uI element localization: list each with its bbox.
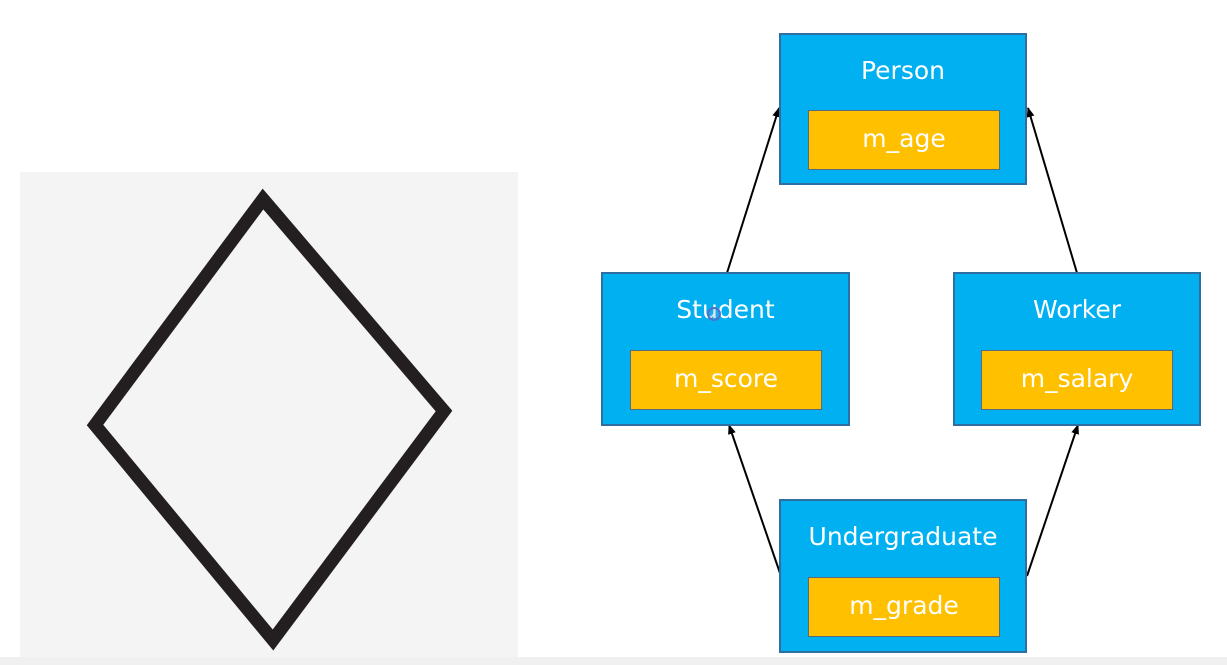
arrow-undergraduate-to-student <box>728 424 782 577</box>
class-box-student: Student m_score <box>601 272 850 426</box>
arrow-undergraduate-to-worker <box>1026 424 1079 577</box>
arrow-worker-to-person <box>1026 107 1078 274</box>
class-name-person: Person <box>860 56 945 85</box>
class-name-worker: Worker <box>1032 295 1122 324</box>
arrow-student-to-person <box>726 107 781 274</box>
field-box-worker: m_salary <box>981 350 1173 410</box>
diamond-shape <box>86 188 453 651</box>
field-box-person: m_age <box>808 110 1000 170</box>
class-name-undergraduate: Undergraduate <box>808 522 998 551</box>
bottom-strip <box>0 657 1227 665</box>
field-box-student: m_score <box>630 350 822 410</box>
pointer-cursor-icon <box>707 307 721 321</box>
class-name-student: Student <box>676 295 775 324</box>
class-box-worker: Worker m_salary <box>953 272 1201 426</box>
class-box-undergraduate: Undergraduate m_grade <box>779 499 1027 653</box>
field-box-undergraduate: m_grade <box>808 577 1000 637</box>
class-box-person: Person m_age <box>779 33 1027 185</box>
diamond-illustration-panel <box>20 172 518 665</box>
